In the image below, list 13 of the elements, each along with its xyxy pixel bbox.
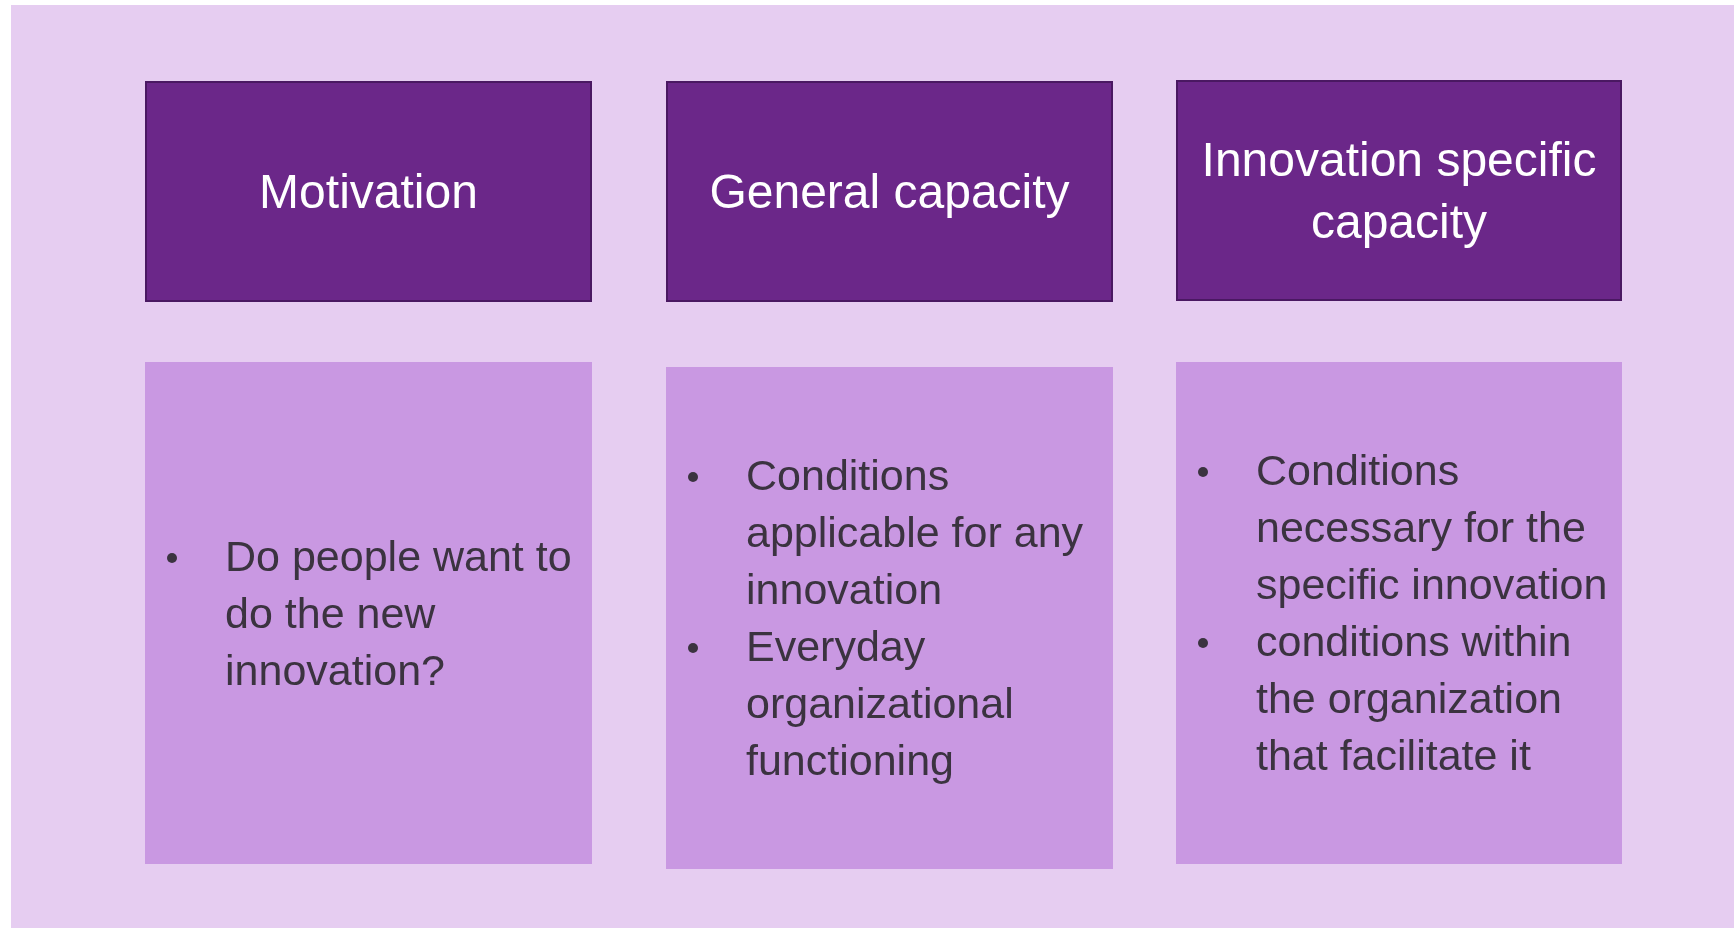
- bullet-text: conditions within the organization that facilitate it: [1256, 617, 1572, 779]
- header-box: [145, 81, 592, 302]
- bullet-text: Conditions applicable for any innovation: [746, 451, 1084, 613]
- header-box: [1176, 80, 1622, 301]
- content-box: [666, 367, 1113, 869]
- content-box: [1176, 362, 1622, 864]
- header-text: Motivation: [259, 163, 478, 220]
- header-box: [666, 81, 1113, 302]
- bullet-text: Everyday organizational functioning: [746, 622, 1014, 784]
- header-text: General capacity: [709, 163, 1070, 220]
- header-text: Innovation specific capacity: [1200, 131, 1598, 250]
- content-box: [145, 362, 592, 864]
- bullet-text: Do people want to do the new innovation?: [225, 531, 572, 694]
